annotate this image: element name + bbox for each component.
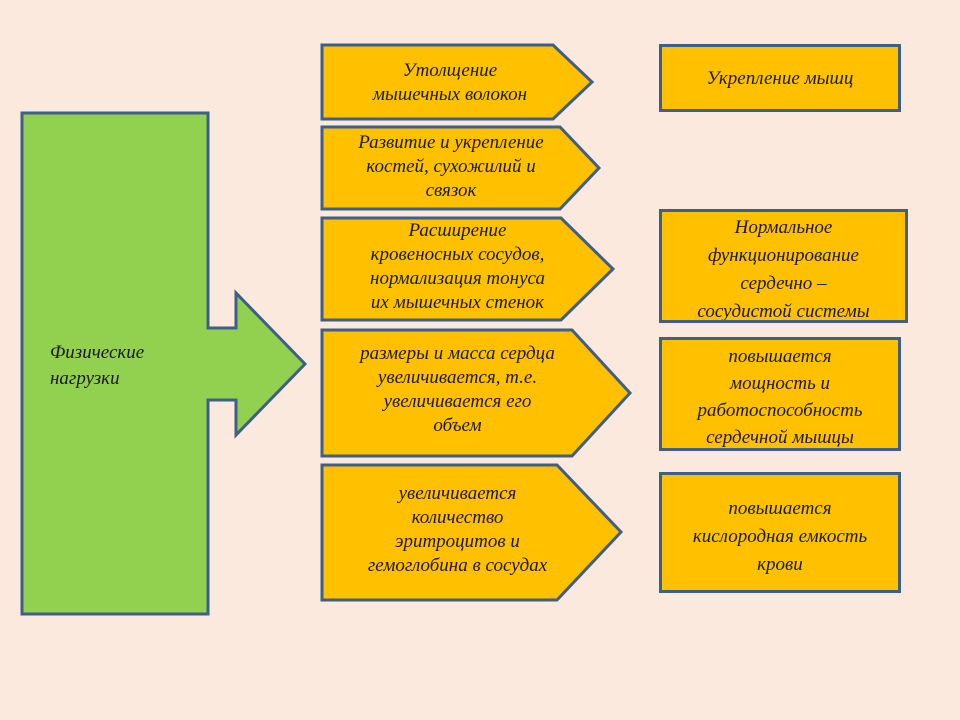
effect-box-1: Укрепление мышц [659,44,901,112]
cause-arrow-2 [320,125,602,211]
effect-text-3: повышается мощность и работоспособность … [697,346,863,448]
cause-arrow-1 [320,43,595,121]
effect-text-4: повышается кислородная емкость крови [692,498,868,575]
cause-arrow-4 [320,328,633,458]
main-arrow-label: Физические нагрузки [50,342,145,389]
effect-text-1: Укрепление мышц [706,68,854,89]
cause-text-1: Утолщение мышечных волокон [372,60,528,105]
cause-text-3: Расширение кровеносных сосудов, нормализ… [370,220,545,313]
main-arrow-shape [20,111,308,616]
effect-text-2: Нормальное функционирование сердечно – с… [697,217,870,322]
cause-text-2: Развитие и укрепление костей, сухожилий … [358,132,544,201]
effect-box-3: повышается мощность и работоспособность … [659,337,901,451]
cause-text-4: размеры и масса сердца увеличивается, т.… [360,343,555,436]
cause-arrow-3 [320,216,616,322]
cause-arrow-5 [320,463,624,602]
effect-box-4: повышается кислородная емкость крови [659,472,901,593]
effect-box-2: Нормальное функционирование сердечно – с… [659,209,908,323]
cause-text-5: увеличивается количество эритроцитов и г… [367,483,548,576]
